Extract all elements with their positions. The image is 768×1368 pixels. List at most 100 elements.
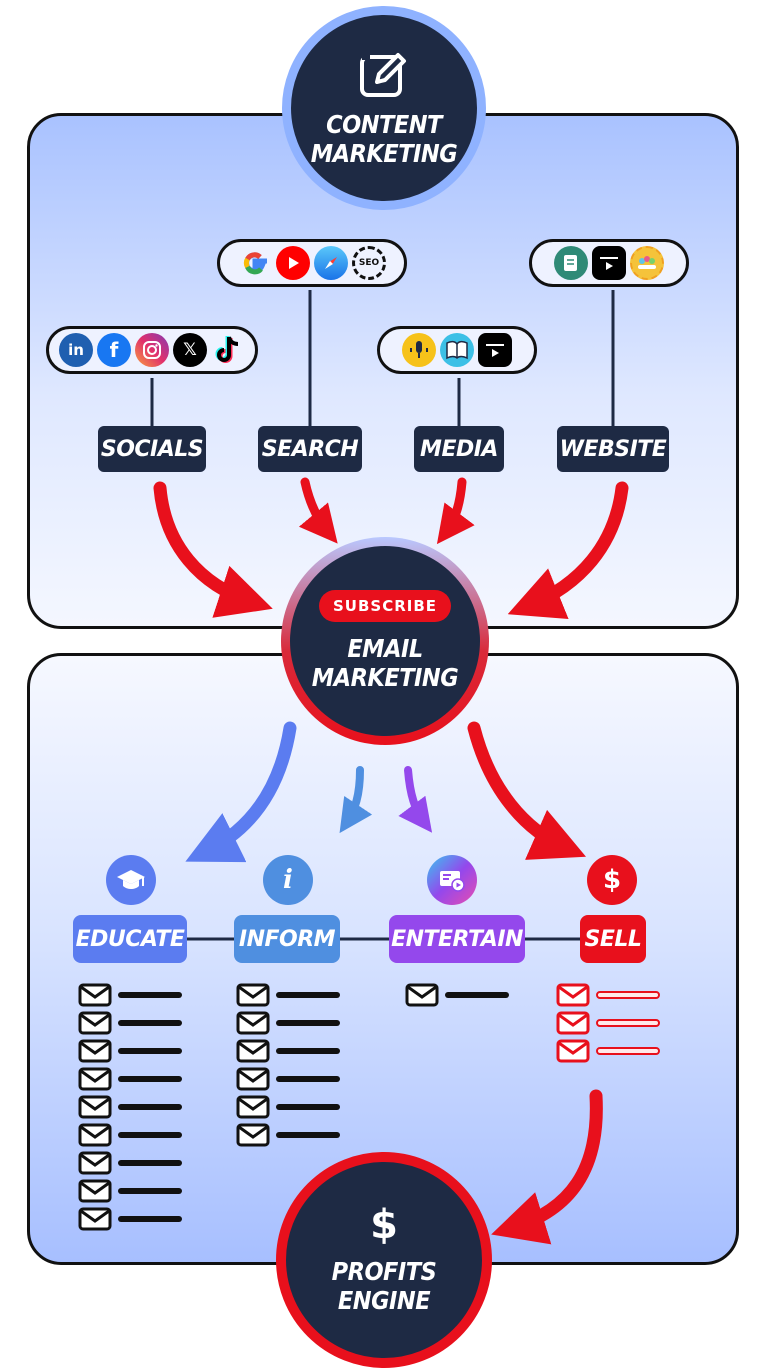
- channel-label-search: SEARCH: [258, 426, 362, 472]
- envelope-icon: [78, 1095, 112, 1119]
- envelope-icon: [236, 1067, 270, 1091]
- email-item: [236, 1067, 346, 1091]
- email-line: [118, 1048, 182, 1054]
- envelope-icon: [236, 1123, 270, 1147]
- linkedin-icon[interactable]: in: [59, 333, 93, 367]
- arrow-website-to-email: [507, 481, 629, 620]
- email-marketing-circle: SUBSCRIBE EMAIL MARKETING: [281, 537, 489, 745]
- video-reel-icon[interactable]: [478, 333, 512, 367]
- email-item: [78, 1123, 188, 1147]
- content-marketing-circle: CONTENT MARKETING: [282, 6, 486, 210]
- email-line: [118, 1020, 182, 1026]
- email-item: [78, 983, 188, 1007]
- arrow-email-to-inform: [339, 766, 373, 834]
- socials-icon-group: in f 𝕏: [46, 326, 258, 374]
- envelope-icon: [236, 983, 270, 1007]
- email-line: [276, 992, 340, 998]
- envelope-icon: [78, 1207, 112, 1231]
- email-line: [276, 1104, 340, 1110]
- email-item: [556, 1039, 666, 1063]
- seo-gear-icon[interactable]: SEO: [352, 246, 386, 280]
- email-item: [236, 983, 346, 1007]
- email-marketing-title: EMAIL MARKETING: [311, 634, 459, 692]
- email-line: [596, 1047, 660, 1055]
- tiktok-icon[interactable]: [211, 333, 245, 367]
- subscribe-button[interactable]: SUBSCRIBE: [318, 590, 452, 622]
- email-line: [118, 1216, 182, 1222]
- email-item: [236, 1095, 346, 1119]
- email-item: [78, 1179, 188, 1203]
- channel-label-website: WEBSITE: [557, 426, 669, 472]
- graduation-cap-icon: [106, 855, 156, 905]
- profits-engine-circle: $ PROFITS ENGINE: [276, 1152, 492, 1368]
- arrow-media-to-email: [436, 477, 475, 545]
- email-line: [276, 1020, 340, 1026]
- email-line: [596, 991, 660, 999]
- podcast-icon[interactable]: [402, 333, 436, 367]
- envelope-icon: [405, 983, 439, 1007]
- envelope-icon: [236, 1039, 270, 1063]
- email-item: [236, 1011, 346, 1035]
- email-item: [78, 1067, 188, 1091]
- safari-icon[interactable]: [314, 246, 348, 280]
- envelope-icon: [78, 1151, 112, 1175]
- ebook-icon[interactable]: [440, 333, 474, 367]
- arrow-email-to-entertain: [398, 766, 433, 833]
- email-item: [236, 1039, 346, 1063]
- email-line: [118, 1104, 182, 1110]
- profits-engine-title: PROFITS ENGINE: [331, 1257, 437, 1315]
- google-icon[interactable]: [238, 246, 272, 280]
- instagram-icon[interactable]: [135, 333, 169, 367]
- email-line: [276, 1132, 340, 1138]
- email-item: [78, 1095, 188, 1119]
- envelope-icon: [78, 1123, 112, 1147]
- video-reel-icon[interactable]: [592, 246, 626, 280]
- info-icon-glyph: i: [283, 865, 293, 895]
- email-line: [118, 1076, 182, 1082]
- email-line: [118, 1160, 182, 1166]
- facebook-icon[interactable]: f: [97, 333, 131, 367]
- category-label-sell: SELL: [580, 915, 646, 963]
- envelope-icon: [556, 983, 590, 1007]
- email-item: [78, 1151, 188, 1175]
- website-icon-group: [529, 239, 689, 287]
- dollar-icon-glyph: $: [602, 865, 622, 895]
- email-line: [118, 1132, 182, 1138]
- email-item: [78, 1207, 188, 1231]
- envelope-icon: [236, 1011, 270, 1035]
- dollar-icon: $: [587, 855, 637, 905]
- email-line: [118, 992, 182, 998]
- email-line: [276, 1048, 340, 1054]
- envelope-icon: [78, 1067, 112, 1091]
- youtube-icon[interactable]: [276, 246, 310, 280]
- x-icon[interactable]: 𝕏: [173, 333, 207, 367]
- edit-pencil-icon: [360, 48, 406, 97]
- blog-post-icon[interactable]: [554, 246, 588, 280]
- category-label-entertain: ENTERTAIN: [389, 915, 525, 963]
- media-icon-group: [377, 326, 537, 374]
- email-item: [78, 1011, 188, 1035]
- info-icon: i: [263, 855, 313, 905]
- email-line: [596, 1019, 660, 1027]
- video-play-icon: [427, 855, 477, 905]
- envelope-icon: [78, 1039, 112, 1063]
- arrow-sell-to-profits: [491, 1089, 603, 1245]
- category-label-educate: EDUCATE: [73, 915, 187, 963]
- envelope-icon: [556, 1011, 590, 1035]
- arrow-email-to-educate: [185, 721, 297, 863]
- arrow-email-to-sell: [467, 721, 586, 860]
- envelope-icon: [78, 983, 112, 1007]
- envelope-icon: [556, 1039, 590, 1063]
- community-icon[interactable]: [630, 246, 664, 280]
- email-line: [118, 1188, 182, 1194]
- channel-label-media: MEDIA: [414, 426, 504, 472]
- email-item: [556, 1011, 666, 1035]
- channel-label-socials: SOCIALS: [98, 426, 206, 472]
- envelope-icon: [78, 1011, 112, 1035]
- email-item: [78, 1039, 188, 1063]
- content-marketing-title: CONTENT MARKETING: [310, 110, 458, 168]
- email-item: [556, 983, 666, 1007]
- email-line: [445, 992, 509, 998]
- search-icon-group: SEO: [217, 239, 407, 287]
